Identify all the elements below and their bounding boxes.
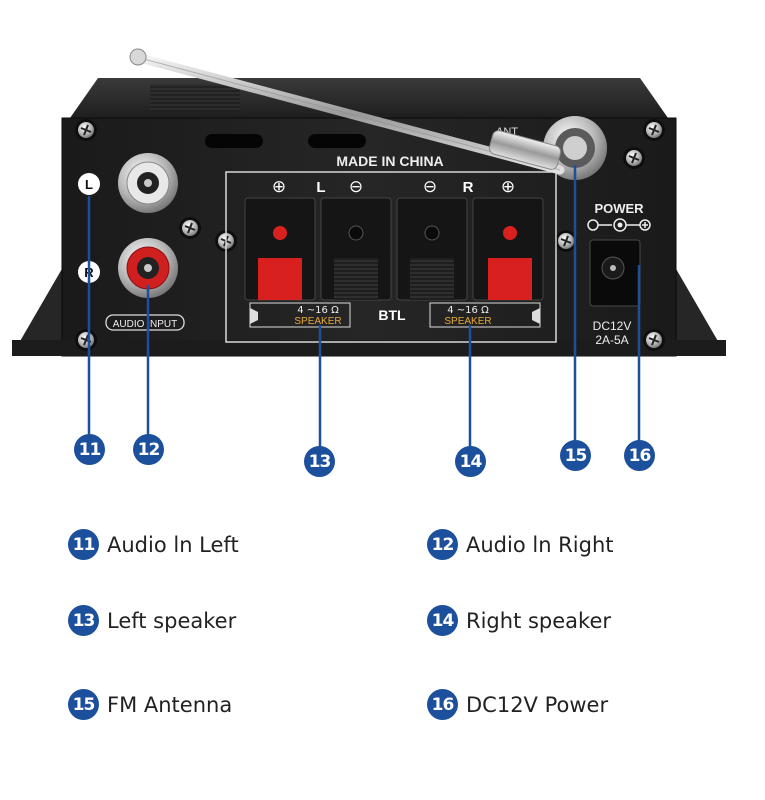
chassis-fin-right: [668, 255, 726, 355]
btl-label: BTL: [378, 307, 406, 323]
right-minus-symbol: ⊖: [423, 177, 437, 197]
audio-input-label: AUDIO INPUT: [113, 319, 177, 330]
callout-15: 15: [560, 440, 591, 471]
power-current-label: 2A-5A: [595, 333, 628, 347]
legend-number: 12: [427, 529, 458, 560]
power-label: POWER: [594, 201, 644, 216]
legend-label: Right speaker: [466, 608, 612, 633]
speaker-left-label: SPEAKER: [294, 316, 341, 327]
speaker-left-icon: [250, 308, 258, 324]
left-minus-symbol: ⊖: [349, 177, 363, 197]
screw-icon: [622, 146, 646, 170]
left-plus-symbol: ⊕: [272, 177, 286, 197]
speaker-right-label: SPEAKER: [444, 316, 491, 327]
legend-item-11: 11 Audio ln Left: [68, 529, 239, 560]
chassis-fin-left: [12, 255, 70, 355]
legend-number: 15: [68, 689, 99, 720]
callout-16: 16: [624, 440, 655, 471]
legend-item-15: 15 FM Antenna: [68, 689, 232, 720]
legend-number: 14: [427, 605, 458, 636]
polarity-icon: [587, 218, 651, 232]
terminal-left-plus-icon: [244, 197, 316, 301]
callout-12: 12: [133, 434, 164, 465]
impedance-right-label: 4 ~16 Ω: [447, 305, 489, 316]
screw-icon: [74, 328, 98, 352]
screw-icon: [178, 216, 202, 240]
power-voltage-label: DC12V: [593, 319, 632, 333]
rca-jack-right-icon: [118, 238, 178, 298]
screw-icon: [642, 328, 666, 352]
screw-icon: [554, 229, 578, 253]
leader-lines: [87, 165, 641, 448]
legend-item-14: 14 Right speaker: [427, 605, 611, 636]
channel-left-label: L: [316, 179, 325, 196]
screw-icon: [74, 118, 98, 142]
legend-item-13: 13 Left speaker: [68, 605, 236, 636]
telescopic-antenna-icon: [129, 48, 565, 175]
speaker-right-icon: [532, 308, 540, 324]
callout-13: 13: [304, 446, 335, 477]
right-plus-symbol: ⊕: [501, 177, 515, 197]
made-in-label: MADE IN CHINA: [336, 153, 443, 169]
terminal-right-plus-icon: [472, 197, 544, 301]
terminal-right-minus-icon: [396, 197, 468, 301]
legend-label: Left speaker: [107, 608, 237, 633]
terminal-left-minus-icon: [320, 197, 392, 301]
amplifier-rear-panel-illustration: L R AUDIO INPUT MADE IN CHINA ⊕ L ⊖ ⊖ R …: [12, 48, 726, 448]
legend-label: Audio ln Left: [107, 532, 239, 557]
legend-number: 11: [68, 529, 99, 560]
legend-item-16: 16 DC12V Power: [427, 689, 608, 720]
input-left-label: L: [85, 177, 93, 192]
legend-item-12: 12 Audio ln Right: [427, 529, 613, 560]
impedance-left-label: 4 ~16 Ω: [297, 305, 339, 316]
legend-label: DC12V Power: [466, 692, 609, 717]
legend-number: 16: [427, 689, 458, 720]
screw-icon: [642, 118, 666, 142]
legend-label: Audio ln Right: [466, 532, 614, 557]
callout-14: 14: [455, 446, 486, 477]
antenna-connector-icon: [543, 116, 607, 180]
channel-right-label: R: [463, 179, 474, 196]
legend-number: 13: [68, 605, 99, 636]
rca-jack-left-icon: [118, 153, 178, 213]
legend-label: FM Antenna: [107, 692, 233, 717]
callout-11: 11: [74, 434, 105, 465]
